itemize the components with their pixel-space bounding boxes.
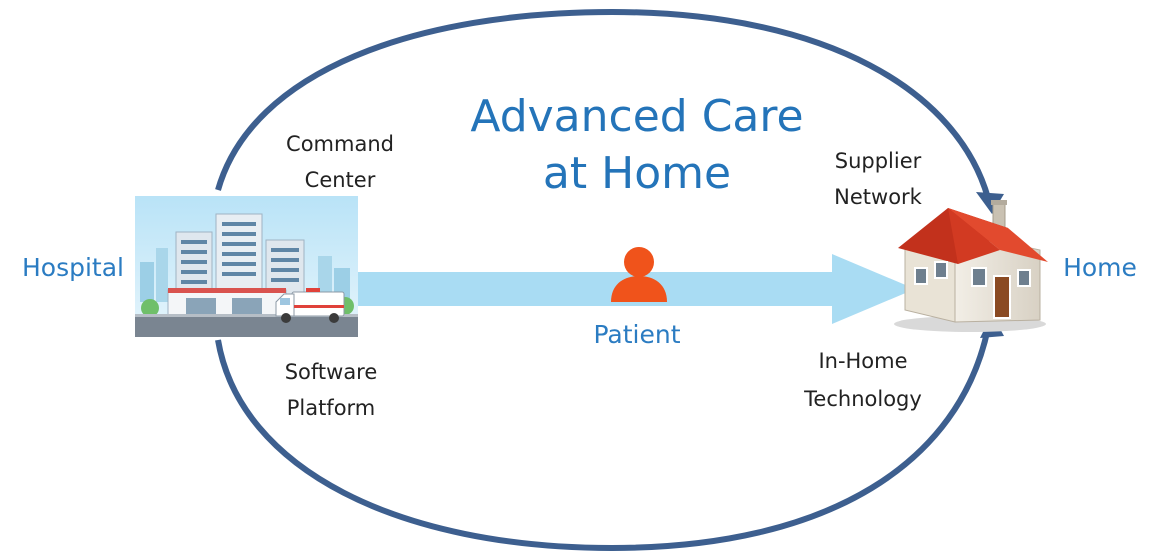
in-home-technology-line-2: Technology (803, 387, 922, 411)
in-home-technology-line-1: In-Home (818, 349, 907, 373)
software-platform-line-2: Platform (287, 396, 376, 420)
hospital-icon (135, 196, 358, 337)
title-line-2: at Home (543, 148, 731, 199)
supplier-network-line-2: Network (834, 185, 923, 209)
person-icon (611, 247, 667, 302)
command-center-line-2: Center (305, 168, 376, 192)
house-icon (894, 200, 1048, 332)
title-line-1: Advanced Care (470, 91, 803, 142)
arrowhead-top (976, 192, 1004, 214)
supplier-network-line-1: Supplier (835, 149, 922, 173)
patient-label: Patient (593, 320, 680, 349)
hospital-label: Hospital (22, 253, 124, 282)
software-platform-line-1: Software (285, 360, 378, 384)
home-label: Home (1063, 253, 1137, 282)
command-center-line-1: Command (286, 132, 394, 156)
